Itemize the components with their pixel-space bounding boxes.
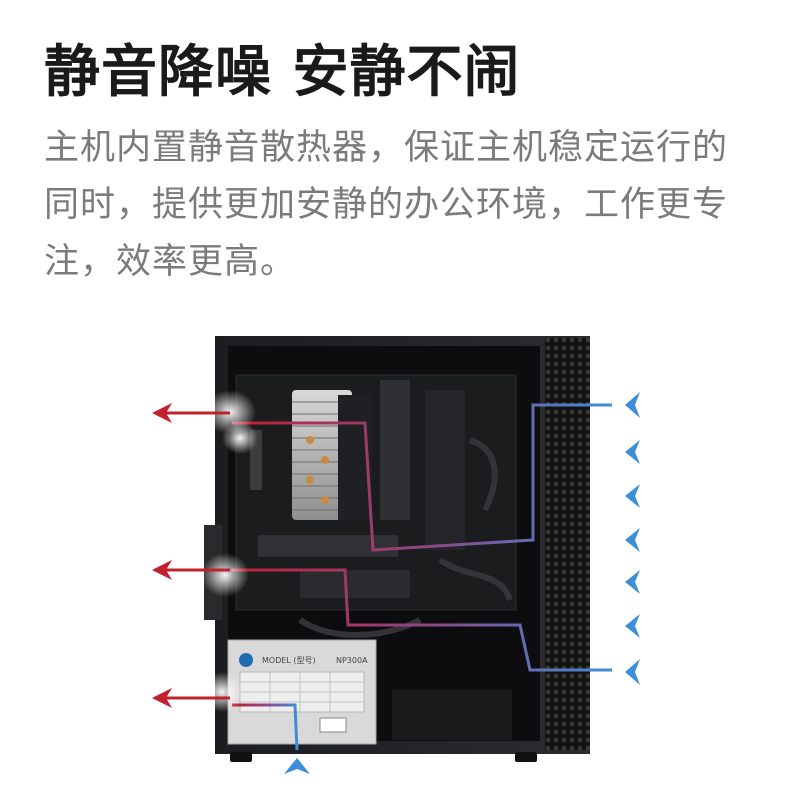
headline: 静音降噪 安静不闹 <box>44 40 521 105</box>
description-line-1: 主机内置静音散热器，保证主机稳定运行的 <box>44 128 729 168</box>
exhaust-smoke-middle <box>201 553 249 597</box>
intake-chevron-icon <box>625 484 640 508</box>
middle-airflow-path <box>232 568 612 672</box>
intake-chevron-icon <box>625 570 640 594</box>
front-mesh-panel <box>545 338 590 750</box>
intake-chevron-icon <box>625 659 640 685</box>
lower-airflow-path <box>232 703 299 751</box>
chipset-heatsink <box>300 570 410 598</box>
intake-chevron-icon <box>284 758 310 774</box>
exhaust-arrow-icon <box>152 403 172 423</box>
intake-chevron-icon <box>625 528 640 552</box>
intake-chevron-icon <box>625 392 640 418</box>
description-line-2: 同时，提供更加安静的办公环境，工作更专 <box>44 185 729 225</box>
exhaust-smoke-bottom <box>200 672 244 712</box>
intake-chevron-icon <box>625 614 640 638</box>
psu-barcode <box>319 717 347 733</box>
upper-airflow-path <box>232 403 612 552</box>
ram-slots <box>380 380 410 520</box>
case-foot-left <box>230 752 252 762</box>
psu-model-label: MODEL (型号) <box>262 656 316 665</box>
psu-model-number: NP300A <box>336 656 368 665</box>
intake-chevron-icon <box>625 440 640 464</box>
exhaust-arrow-icon <box>152 560 172 580</box>
description: 主机内置静音散热器，保证主机稳定运行的 同时，提供更加安静的办公环境，工作更专 … <box>44 120 764 291</box>
hdd-bay <box>392 690 512 740</box>
airflow-diagram: MODEL (型号) NP300A <box>152 336 640 774</box>
exhaust-arrow-icon <box>152 688 172 708</box>
case-foot-right <box>515 752 537 762</box>
psu-logo-icon <box>239 653 253 667</box>
pc-case-airflow-illustration: MODEL (型号) NP300A <box>0 320 800 800</box>
pcie-slot <box>258 535 398 557</box>
drive-cage <box>425 390 465 550</box>
description-line-3: 注，效率更高。 <box>44 242 297 282</box>
